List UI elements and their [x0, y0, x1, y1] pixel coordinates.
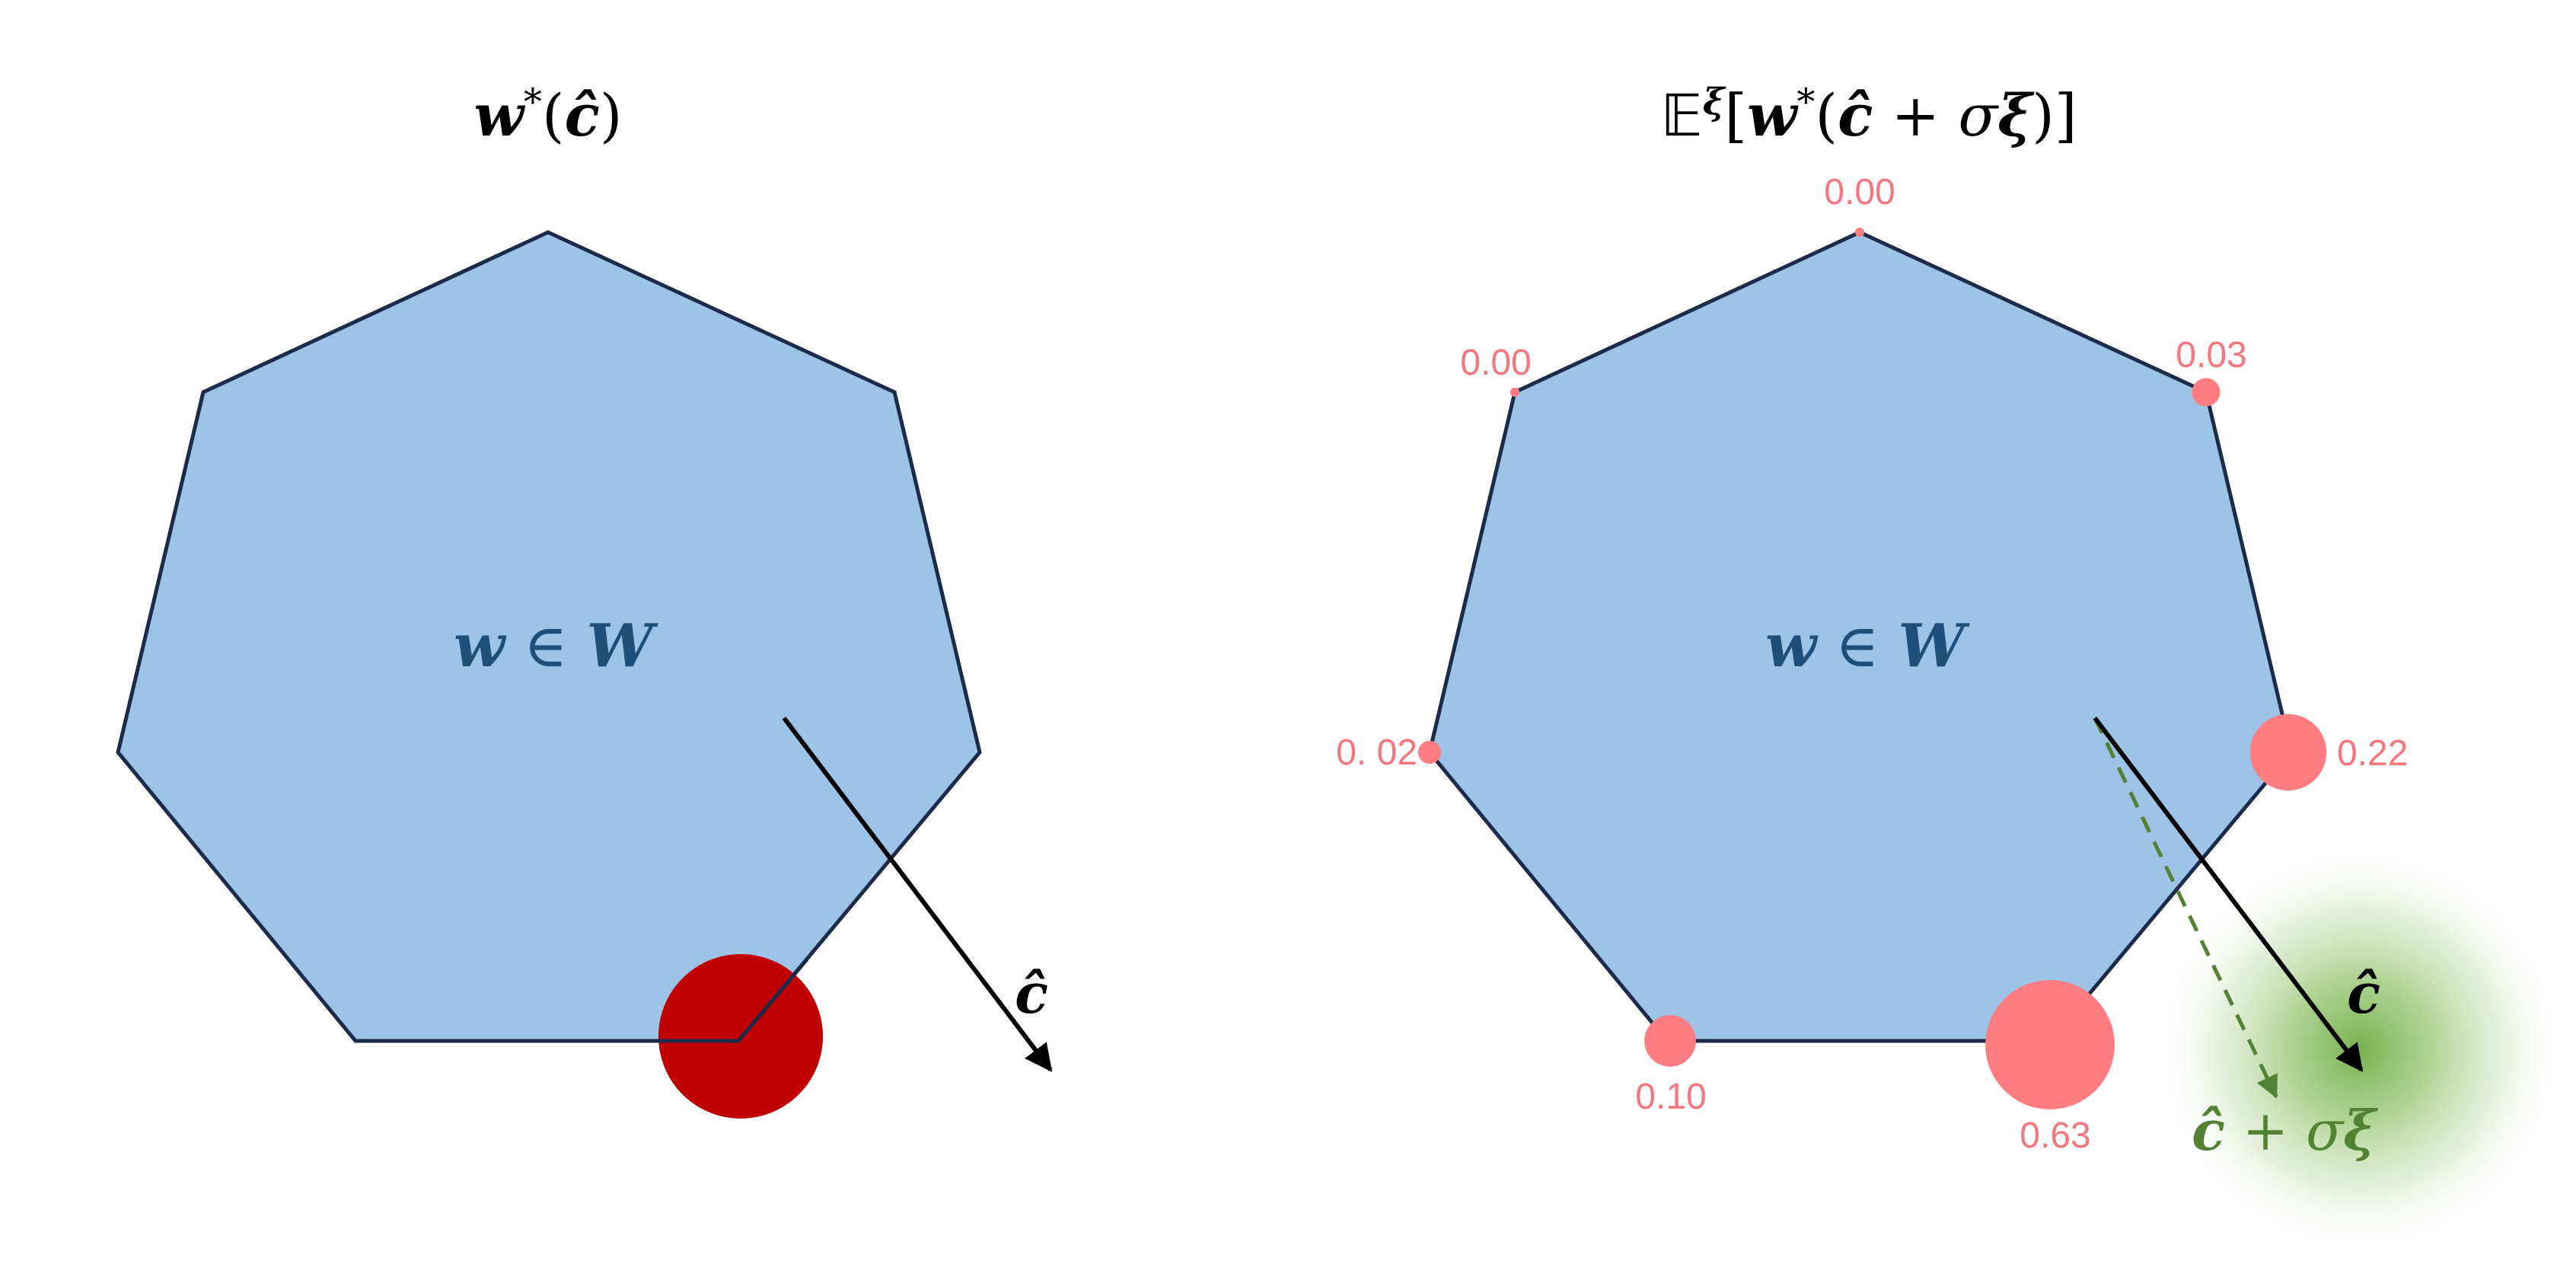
probability-label-bottom-left: 0.10	[1635, 1077, 1706, 1117]
perturbed-direction-label: ĉ + σξ	[2192, 1098, 2378, 1163]
left-title: w*(ĉ)	[473, 81, 622, 149]
right-title: 𝔼ξ[w*(ĉ + σξ)]	[1660, 81, 2077, 149]
perturbed-direction-arrow	[2093, 717, 2278, 1099]
probability-marker-5	[1417, 740, 1442, 764]
left-panel: w*(ĉ) w ∈ W ĉ	[116, 81, 1053, 1119]
probability-marker-0	[1855, 228, 1864, 237]
cost-direction-arrow	[782, 717, 1053, 1072]
feasible-region-polygon-right	[1427, 230, 2294, 1043]
right-panel: 𝔼ξ[w*(ĉ + σξ)] w ∈ W 0.00 0.03 0.22 0.63…	[1336, 81, 2562, 1251]
probability-marker-2	[2249, 713, 2327, 791]
feasible-region-polygon	[116, 230, 982, 1043]
feasible-region-label: w ∈ W	[454, 611, 658, 681]
probability-label-upper-right: 0.03	[2176, 335, 2246, 375]
probability-marker-3	[1985, 980, 2115, 1109]
probability-label-left: 0. 02	[1336, 733, 1417, 773]
vertex-probability-markers	[1417, 228, 2327, 1109]
probability-label-top: 0.00	[1824, 172, 1895, 212]
cost-direction-label-right: ĉ	[2347, 961, 2380, 1026]
perturbation-cloud	[2158, 847, 2562, 1251]
feasible-region-label-right: w ∈ W	[1765, 611, 1970, 681]
probability-marker-4	[1644, 1015, 1696, 1067]
probability-marker-6	[1510, 388, 1519, 397]
polygon-corner-overlay	[658, 958, 808, 1043]
probability-label-bottom-right: 0.63	[2020, 1116, 2090, 1156]
probability-marker-1	[2192, 378, 2221, 407]
cost-direction-arrow-right	[2093, 717, 2364, 1072]
cost-direction-label: ĉ	[1015, 961, 1048, 1026]
probability-label-upper-left: 0.00	[1460, 343, 1531, 383]
probability-label-right: 0.22	[2337, 733, 2408, 774]
